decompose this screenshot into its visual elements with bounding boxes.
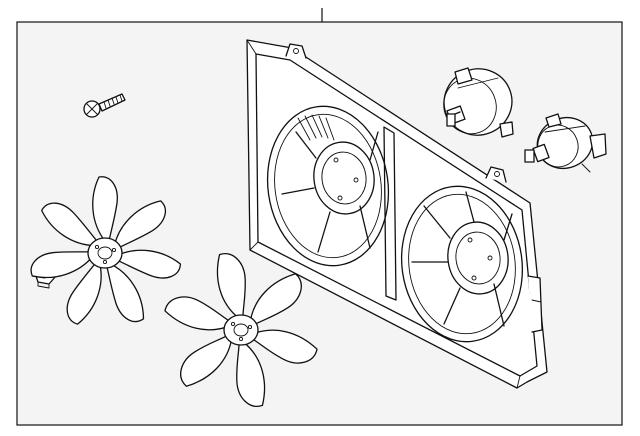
- screw-icon: [83, 93, 126, 118]
- fan-shroud-icon: [246, 39, 548, 389]
- fan-blade-icon: [30, 176, 182, 325]
- fan-motor-icon: [524, 113, 607, 173]
- fan-motor-icon: [443, 67, 514, 138]
- fan-blade-icon: [164, 253, 318, 407]
